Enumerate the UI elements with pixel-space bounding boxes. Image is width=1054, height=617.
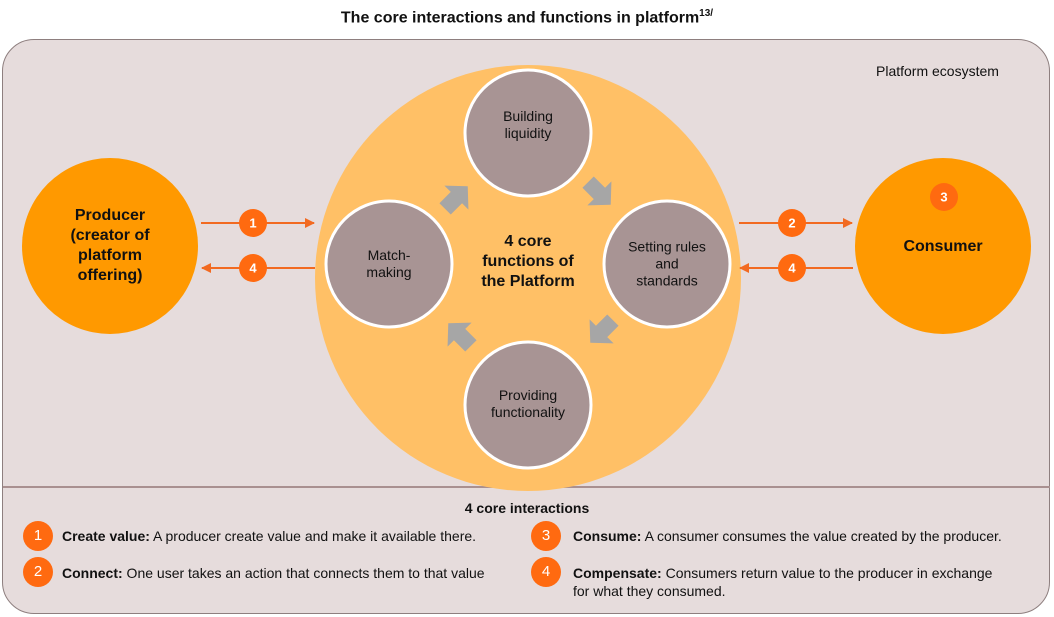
legend-desc: for what they consumed. (573, 583, 726, 599)
legend-item-create-value: Create value: A producer create value an… (62, 527, 476, 545)
function-label-setting-rules: Setting rules and standards (628, 239, 706, 290)
producer-label: Producer (creator of platform offering) (70, 206, 149, 286)
legend-item-consume: Consume: A consumer consumes the value c… (573, 527, 1002, 545)
title-footnote: 13/ (699, 8, 714, 19)
platform-center-line: functions of (482, 253, 574, 270)
badge-circle (778, 209, 806, 237)
function-circle-matchmaking (324, 199, 454, 329)
consumer-label: Consumer (903, 238, 983, 255)
consumer-badge (930, 183, 958, 211)
producer-line: (creator of (70, 227, 150, 244)
producer-line: platform (78, 247, 142, 264)
cycle-arrow-icon (439, 185, 469, 215)
badge-label: 4 (249, 260, 257, 276)
badge-label: 2 (788, 215, 796, 231)
legend-desc: One user takes an action that connects t… (122, 565, 485, 581)
cycle-arrow-icon (447, 322, 477, 352)
legend-term: Connect: (62, 565, 123, 581)
function-line: Building (503, 108, 553, 124)
producer-circle (22, 158, 198, 334)
legend-badge: 2 (23, 557, 53, 587)
ecosystem-label: Platform ecosystem (876, 63, 999, 79)
cycle-arrow-icon (589, 314, 619, 344)
function-circle-providing-functionality (463, 340, 593, 470)
badge-circle (239, 254, 267, 282)
legend-desc: Consumers return value to the producer i… (661, 565, 993, 581)
function-line: liquidity (504, 125, 552, 141)
legend-desc: A producer create value and make it avai… (149, 528, 477, 544)
function-label-building-liquidity: Building liquidity (503, 108, 553, 142)
consumer-circle (855, 158, 1031, 334)
function-line: and (655, 255, 679, 272)
diagram-title: The core interactions and functions in p… (0, 8, 1054, 27)
platform-circle (315, 65, 741, 491)
consumer-badge-label: 3 (940, 189, 948, 205)
badge-label: 4 (788, 260, 796, 276)
function-circle-building-liquidity (463, 68, 593, 198)
legend-term: Compensate: (573, 565, 662, 581)
producer-line: offering) (77, 267, 143, 284)
legend-badge: 1 (23, 521, 53, 551)
platform-center-label: 4 core functions of the Platform (481, 232, 574, 292)
badge-label: 1 (249, 215, 257, 231)
platform-center-line: the Platform (481, 273, 575, 290)
platform-center-line: 4 core (504, 233, 552, 250)
title-text: The core interactions and functions in p… (340, 9, 700, 27)
cycle-arrow-icon (582, 176, 612, 206)
function-label-providing-functionality: Providing functionality (491, 387, 565, 421)
legend-item-compensate: Compensate: Consumers return value to th… (573, 564, 992, 600)
badge-circle (778, 254, 806, 282)
legend-badge: 3 (531, 521, 561, 551)
legend-badge: 4 (531, 557, 561, 587)
legend-term: Consume: (573, 528, 642, 544)
legend-title: 4 core interactions (464, 500, 590, 516)
function-line: functionality (491, 404, 565, 420)
function-label-matchmaking: Match- making (366, 247, 411, 281)
function-line: Providing (498, 387, 558, 403)
legend-item-connect: Connect: One user takes an action that c… (62, 564, 485, 582)
function-circle-setting-rules (602, 199, 732, 329)
producer-line: Producer (74, 207, 146, 224)
function-line: Match- (367, 247, 411, 263)
function-line: standards (636, 272, 698, 289)
legend-term: Create value: (62, 528, 150, 544)
badge-circle (239, 209, 267, 237)
legend-desc: A consumer consumes the value created by… (641, 528, 1002, 544)
function-line: Setting rules (628, 238, 706, 255)
function-line: making (366, 264, 412, 280)
